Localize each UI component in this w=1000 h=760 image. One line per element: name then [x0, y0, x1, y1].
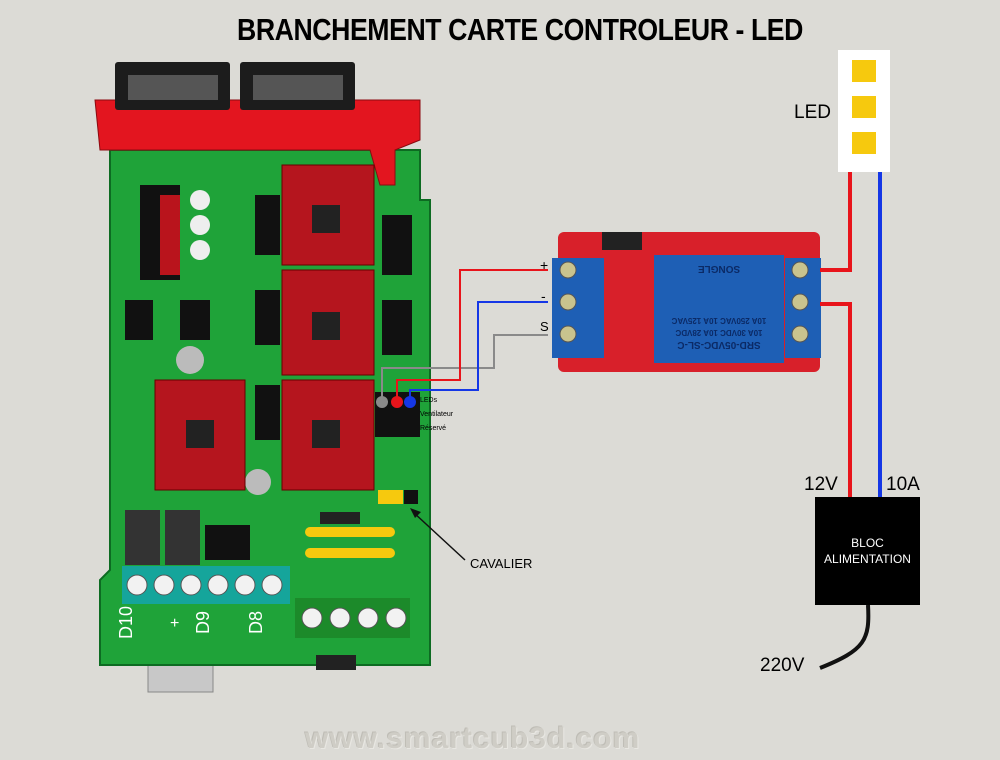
relay-brand: SONGLE	[697, 263, 741, 274]
relay-rating: 10A 250VAC 10A 125VAC	[671, 316, 767, 325]
header-label-fan: Ventilateur	[420, 411, 454, 418]
led-strip	[838, 50, 890, 172]
power-supply-block: BLOC ALIMENTATION	[815, 497, 920, 605]
stepper-driver	[154, 379, 246, 491]
voltage-out-label: 12V	[804, 474, 838, 495]
led-label: LED	[794, 102, 831, 123]
relay-pin-signal: S	[540, 319, 549, 334]
page-title: BRANCHEMENT CARTE CONTROLEUR - LED	[237, 12, 803, 47]
relay-pin-plus: +	[540, 257, 549, 273]
relay-rating: 10A 30VDC 10A 28VDC	[675, 328, 763, 337]
positive-wire-board	[396, 269, 548, 400]
header-label-leds: LEDs	[420, 397, 438, 404]
cavalier-label: CAVALIER	[470, 556, 533, 571]
watermark: www.smartcub3d.com	[305, 722, 641, 755]
negative-wire-board	[409, 301, 548, 400]
relay-module	[552, 232, 821, 372]
relay-pin-minus: -	[541, 288, 546, 304]
positive-pin	[391, 396, 403, 408]
terminal-label-d9: D9	[193, 610, 214, 635]
stepper-driver	[281, 269, 375, 376]
terminal-plus: +	[170, 615, 180, 632]
psu-positive-wire	[820, 302, 852, 497]
relay-markings: SRD-05VDC-SL-C 10A 30VDC 10A 28VDC 10A 2…	[658, 262, 780, 350]
psu-label-line1: BLOC	[851, 536, 884, 550]
relay-model: SRD-05VDC-SL-C	[677, 339, 761, 350]
stepper-driver	[281, 379, 375, 491]
cavalier-arrow	[412, 511, 466, 561]
psu-label-line2: ALIMENTATION	[824, 552, 911, 566]
controller-board	[94, 62, 431, 693]
terminal-label-d8: D8	[246, 610, 267, 635]
negative-pin	[404, 396, 416, 408]
led-positive-wire	[820, 172, 852, 272]
stepper-driver	[281, 164, 375, 266]
voltage-in-label: 220V	[760, 655, 805, 676]
signal-wire	[381, 334, 548, 400]
signal-pin	[376, 396, 388, 408]
terminal-label-d10: D10	[116, 605, 137, 640]
current-label: 10A	[886, 474, 920, 495]
header-label-reserved: Réservé	[420, 425, 447, 432]
mains-cable	[819, 604, 871, 670]
